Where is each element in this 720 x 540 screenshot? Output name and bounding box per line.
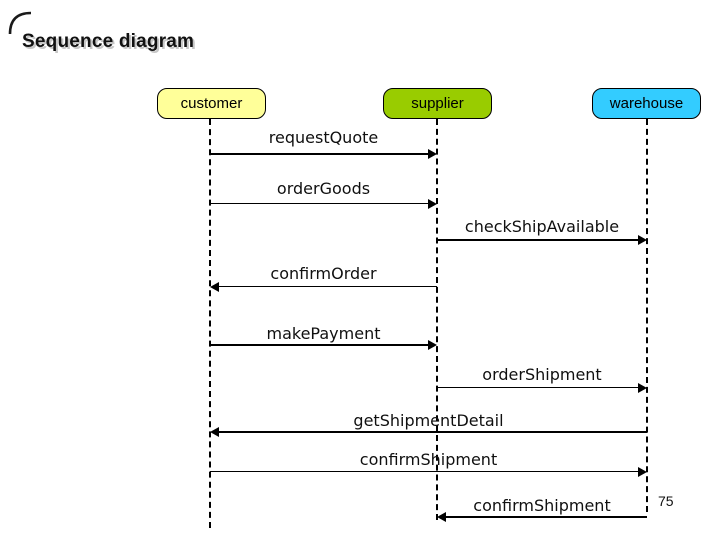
actor-box-warehouse: warehouse (592, 88, 701, 119)
message-label-makePayment: makePayment (266, 324, 381, 343)
message-label-orderGoods: orderGoods (276, 179, 371, 198)
actor-label: warehouse (609, 95, 684, 112)
message-label-checkShipAvailable: checkShipAvailable (464, 217, 620, 236)
message-label-confirmShipment: confirmShipment (359, 450, 498, 469)
arrowhead-icon (638, 382, 647, 393)
lifeline-supplier (436, 119, 438, 520)
actor-box-supplier: supplier (383, 88, 492, 119)
arrowhead-icon (210, 427, 219, 437)
lifeline-warehouse (646, 119, 648, 512)
message-label-confirmOrder: confirmOrder (270, 264, 377, 283)
actor-box-customer: customer (157, 88, 266, 119)
message-arrow-orderShipment (437, 387, 640, 388)
message-arrow-orderGoods (210, 203, 430, 204)
arrowhead-icon (638, 235, 647, 245)
page-number: 75 (658, 493, 674, 509)
message-arrow-makePayment (210, 344, 430, 346)
arrowhead-icon (210, 281, 219, 292)
message-arrow-confirmOrder (217, 286, 437, 287)
message-label-confirmShipment: confirmShipment (473, 496, 611, 515)
arrowhead-icon (638, 466, 647, 477)
message-label-getShipmentDetail: getShipmentDetail (353, 411, 504, 430)
actor-label: supplier (411, 95, 464, 112)
message-arrow-confirmShipment (210, 471, 640, 472)
message-label-orderShipment: orderShipment (482, 365, 602, 384)
arrowhead-icon (437, 512, 446, 522)
arrowhead-icon (428, 198, 437, 209)
message-arrow-confirmShipment (444, 516, 647, 518)
lifeline-customer (209, 119, 211, 528)
slide-corner-decoration (8, 11, 32, 35)
message-arrow-getShipmentDetail (217, 431, 647, 433)
slide-title: Sequence diagram (22, 31, 195, 52)
message-arrow-checkShipAvailable (437, 239, 640, 241)
arrowhead-icon (428, 149, 437, 159)
actor-label: customer (180, 95, 243, 112)
message-label-requestQuote: requestQuote (268, 128, 379, 147)
arrowhead-icon (428, 340, 437, 350)
message-arrow-requestQuote (210, 153, 430, 155)
